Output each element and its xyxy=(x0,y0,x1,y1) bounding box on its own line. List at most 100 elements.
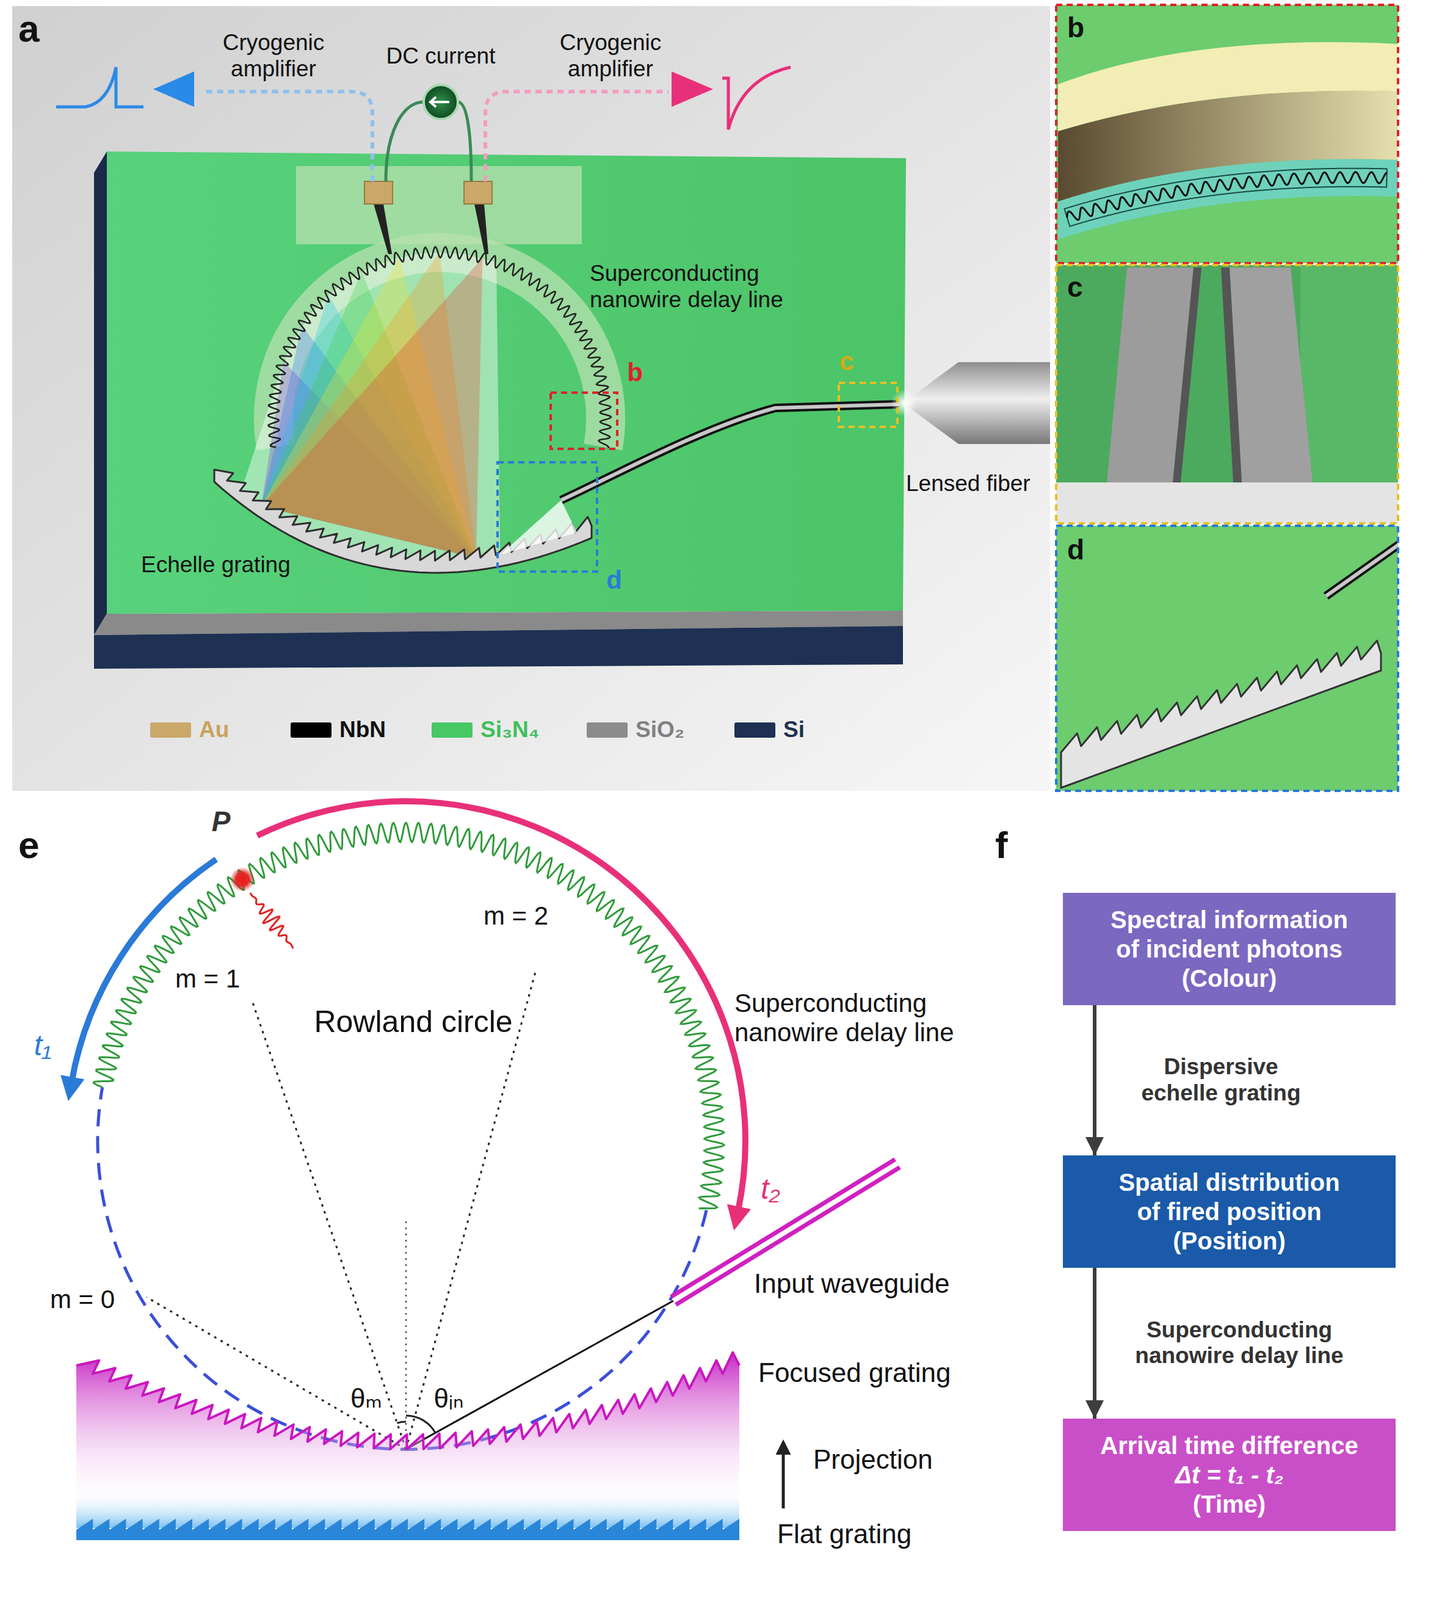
normal-line xyxy=(405,1217,407,1449)
grating-closeup xyxy=(1061,640,1381,788)
part-label: Projection xyxy=(813,1443,933,1475)
panel-letter: d xyxy=(1067,533,1085,566)
panel-letter: c xyxy=(1067,271,1084,304)
part-label: Echelle grating xyxy=(141,551,291,579)
photon-wave xyxy=(250,892,294,949)
inset-border xyxy=(1056,4,1399,264)
amplifier-label: Cryogenic amplifier xyxy=(215,29,332,82)
chip-top xyxy=(106,151,906,614)
part-label: Flat grating xyxy=(777,1518,912,1550)
time-label: t₂ xyxy=(760,1171,781,1206)
time-label: t₁ xyxy=(34,1028,52,1062)
angle-arc xyxy=(405,1415,436,1433)
circle-label: Rowland circle xyxy=(313,1004,513,1040)
angle-label: θᵢₙ xyxy=(434,1382,464,1414)
signal-wire xyxy=(485,91,669,182)
part-label: Focused grating xyxy=(758,1357,952,1389)
legend-swatch xyxy=(150,722,192,738)
flat-grating xyxy=(76,1518,740,1540)
signal-wire xyxy=(201,91,373,182)
light-spot xyxy=(890,389,918,417)
part-label: Superconducting nanowire delay line xyxy=(589,260,810,313)
angle-arc xyxy=(396,1421,406,1423)
source-label: DC current xyxy=(386,43,496,70)
photon-wave xyxy=(250,892,294,949)
amplifier-label: Cryogenic amplifier xyxy=(552,29,669,82)
fiber-body xyxy=(958,362,1051,444)
legend-swatch xyxy=(586,722,628,738)
panel-letter: a xyxy=(18,6,40,51)
pad-area xyxy=(296,166,582,245)
inset-c xyxy=(1056,264,1399,524)
callout-box xyxy=(838,382,898,427)
inset-b xyxy=(1056,4,1399,264)
nanowire-outline xyxy=(1064,168,1387,227)
inset-border xyxy=(1056,264,1399,524)
pulse-icon xyxy=(722,67,791,130)
bias-wire xyxy=(385,101,424,182)
legend-text: SiO₂ xyxy=(635,716,685,743)
box-text: (Position) xyxy=(1172,1225,1286,1256)
panel-letter: f xyxy=(995,822,1008,867)
box-text: Spectral information of incident photons xyxy=(1107,904,1352,964)
legend-swatch xyxy=(431,722,473,738)
legend-text: Si₃N₄ xyxy=(480,716,540,743)
photon-hit xyxy=(237,874,248,885)
panel-letter: b xyxy=(1067,11,1085,44)
diffracted-colour xyxy=(261,257,483,559)
lead xyxy=(373,203,392,254)
callout-letter: b xyxy=(626,357,643,388)
legend-swatch xyxy=(734,722,776,738)
order-label: m = 2 xyxy=(483,901,549,931)
callout-letter: d xyxy=(606,565,623,595)
inset-d xyxy=(1056,525,1399,791)
nanowire-meander xyxy=(268,246,612,448)
grating-fill xyxy=(76,1352,740,1512)
order-line xyxy=(252,1002,406,1449)
order-label: m = 0 xyxy=(50,1284,115,1314)
process-box: Spatial distribution of fired position(P… xyxy=(1062,1155,1396,1268)
process-box: Arrival time differenceΔt = t₁ - t₂(Time… xyxy=(1062,1418,1396,1531)
current-arrow xyxy=(430,97,450,107)
waveguide-shade xyxy=(1221,267,1242,483)
photon-hit xyxy=(230,866,255,892)
legend-swatch xyxy=(290,722,332,738)
focused-grating xyxy=(76,1352,740,1512)
panel-background xyxy=(12,6,1051,791)
inset-background xyxy=(1056,264,1399,524)
inset-border xyxy=(1056,525,1399,791)
input-light xyxy=(500,500,577,555)
pulse-icon xyxy=(56,67,144,107)
waveguide-shade xyxy=(1172,267,1202,483)
box-text: Spatial distribution of fired position xyxy=(1107,1167,1352,1226)
nanowire-meander xyxy=(1067,172,1388,220)
part-label: Input waveguide xyxy=(753,1268,950,1300)
box-text: (Time) xyxy=(1192,1489,1266,1519)
waveguide-leg xyxy=(1229,267,1313,483)
projection-arrow xyxy=(782,1442,786,1508)
process-box: Spectral information of incident photons… xyxy=(1062,892,1396,1005)
callout-box xyxy=(550,392,618,449)
chip-side xyxy=(94,151,107,635)
flow-arrow xyxy=(1092,1267,1097,1419)
waveguide-core xyxy=(561,404,899,501)
nanowire-meander xyxy=(1064,168,1387,227)
callout-letter: c xyxy=(839,346,854,377)
rowland-circle xyxy=(97,1086,707,1449)
legend-text: Si xyxy=(783,716,805,743)
edge-label: Dispersive echelle grating xyxy=(1129,1053,1313,1106)
chip-substrate xyxy=(94,625,903,669)
inset-background xyxy=(1056,525,1399,791)
point-label: P xyxy=(211,805,231,838)
waveguide-edge xyxy=(1326,542,1399,596)
current-source xyxy=(423,84,458,120)
waveguide-core xyxy=(1326,542,1399,596)
amplifier-symbol xyxy=(153,71,195,107)
nanowire-meander xyxy=(268,246,612,448)
amplifier-symbol xyxy=(671,71,714,107)
angle-label: θₘ xyxy=(350,1382,383,1414)
flat-grating xyxy=(76,1518,740,1540)
inset-background xyxy=(1056,4,1399,264)
